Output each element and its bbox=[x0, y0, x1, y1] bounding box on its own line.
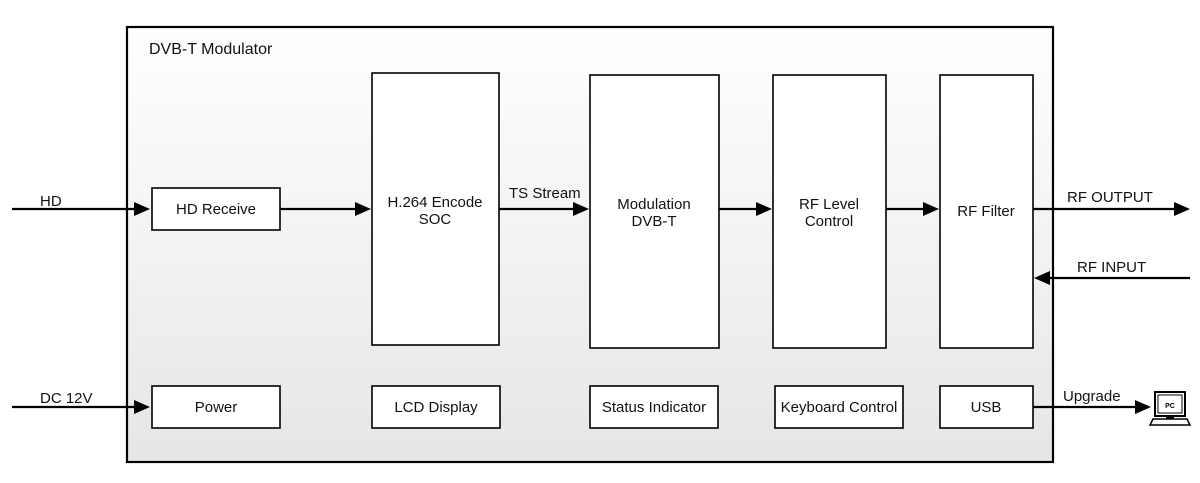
status-indicator-block: Status Indicator bbox=[589, 385, 719, 429]
encode-label-line2: SOC bbox=[419, 211, 452, 228]
power-block: Power bbox=[151, 385, 281, 429]
hd-receive-block: HD Receive bbox=[151, 187, 281, 231]
hd-to-encode-arrow bbox=[280, 202, 371, 216]
dc-input-arrow: DC 12V bbox=[12, 390, 150, 414]
pc-label: PC bbox=[1165, 403, 1175, 410]
usb-block: USB bbox=[939, 385, 1034, 429]
rf-input-label: RF INPUT bbox=[1077, 259, 1146, 276]
modulation-to-rf-level-arrow bbox=[719, 202, 772, 216]
pc-monitor-icon: PC bbox=[1148, 391, 1192, 426]
rf-filter-block: RF Filter bbox=[939, 74, 1034, 349]
encode-block: H.264 Encode SOC bbox=[371, 72, 500, 346]
power-label: Power bbox=[195, 399, 238, 416]
rf-output-label: RF OUTPUT bbox=[1067, 189, 1153, 206]
hd-signal-label: HD bbox=[40, 193, 62, 210]
upgrade-label: Upgrade bbox=[1063, 388, 1121, 405]
keyboard-control-label: Keyboard Control bbox=[781, 399, 898, 416]
hd-input-arrow: HD bbox=[12, 193, 150, 216]
rf-level-to-filter-arrow bbox=[886, 202, 939, 216]
dc-signal-label: DC 12V bbox=[40, 390, 93, 407]
usb-label: USB bbox=[971, 399, 1002, 416]
diagram-title: DVB-T Modulator bbox=[149, 41, 273, 58]
modulation-label-line2: DVB-T bbox=[632, 213, 677, 230]
rf-input-arrow: RF INPUT bbox=[1034, 259, 1190, 285]
modulation-block: Modulation DVB-T bbox=[589, 74, 720, 349]
rf-level-label-line1: RF Level bbox=[799, 196, 859, 213]
upgrade-arrow: Upgrade bbox=[1033, 388, 1151, 414]
rf-level-label-line2: Control bbox=[805, 213, 853, 230]
ts-stream-arrow: TS Stream bbox=[499, 185, 589, 216]
encode-label-line1: H.264 Encode bbox=[387, 194, 482, 211]
rf-filter-label: RF Filter bbox=[957, 203, 1015, 220]
lcd-display-label: LCD Display bbox=[394, 399, 478, 416]
ts-stream-label: TS Stream bbox=[509, 185, 581, 202]
lcd-display-block: LCD Display bbox=[371, 385, 501, 429]
hd-receive-label: HD Receive bbox=[176, 201, 256, 218]
keyboard-control-block: Keyboard Control bbox=[774, 385, 904, 429]
rf-output-arrow: RF OUTPUT bbox=[1033, 189, 1190, 216]
status-indicator-label: Status Indicator bbox=[602, 399, 706, 416]
modulation-label-line1: Modulation bbox=[617, 196, 690, 213]
rf-level-block: RF Level Control bbox=[772, 74, 887, 349]
